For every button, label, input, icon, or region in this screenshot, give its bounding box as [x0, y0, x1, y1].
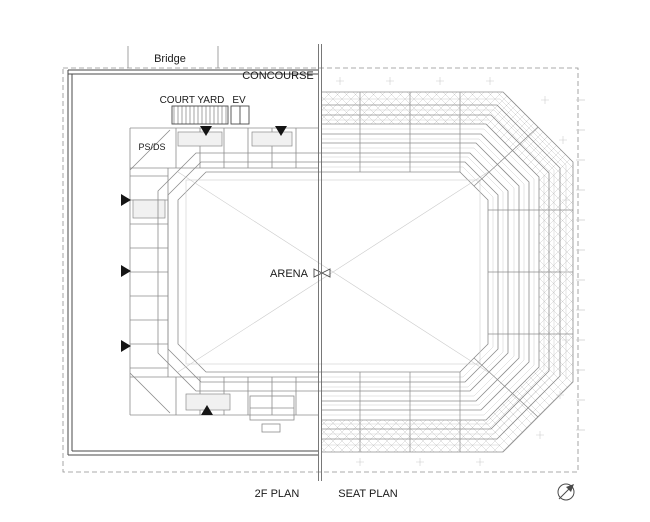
label-seat-plan: SEAT PLAN: [338, 488, 398, 500]
north-arrow-line: [558, 487, 571, 500]
seat-ring: [322, 142, 520, 402]
aisle-lines: [359, 92, 573, 452]
outer-walls: [67, 69, 318, 456]
survey-cross-marks: [336, 77, 570, 466]
service-rooms: [132, 131, 293, 411]
seat-row-line: [322, 119, 545, 425]
section-divider: [318, 44, 322, 481]
left-plan-2f: [67, 69, 318, 456]
seat-row-line: [322, 98, 567, 446]
label-court-yard: COURT YARD: [160, 95, 225, 106]
section-divider-lines: [318, 44, 322, 481]
site-boundary: [62, 67, 579, 473]
arena-diagonal-lines: [177, 171, 489, 373]
seat-row-line: [322, 109, 555, 435]
entrance-triangle-icon: [201, 405, 213, 415]
margin-cross-marks: [336, 77, 570, 466]
entrance-markers: [121, 126, 287, 415]
seat-row-line: [322, 156, 504, 388]
outer-wall-lines: [67, 69, 318, 456]
label-ev: EV: [232, 95, 246, 106]
bridge-extent-lines: [127, 46, 219, 68]
label-bridge: Bridge: [154, 53, 186, 65]
entrance-triangle-icon: [121, 340, 131, 352]
label-arena: ARENA: [270, 268, 309, 280]
room-rect-ps-ds: [132, 199, 166, 219]
court-yard-rect: [171, 105, 229, 125]
seat-aisle-lines: [359, 92, 573, 452]
entrance-triangle-icon: [121, 194, 131, 206]
right-edge-tick-lines: [576, 99, 585, 431]
entrance-triangle-icon: [121, 265, 131, 277]
seat-row-line: [322, 166, 494, 378]
center-mark-icon: [313, 268, 331, 278]
entrance-triangle-icon: [275, 126, 287, 136]
plan-labels: Bridge CONCOURSE COURT YARD EV PS/DS ARE…: [138, 53, 397, 500]
seat-row-line: [322, 147, 515, 397]
seat-rings: [322, 91, 574, 453]
bowl-ring: [167, 161, 499, 383]
arena-floor-rect: [185, 179, 481, 365]
seat-ring: [322, 123, 540, 421]
north-arrow-icon: [557, 483, 575, 501]
seat-ring: [322, 104, 561, 440]
seat-row-line: [322, 138, 525, 406]
seat-ring: [322, 91, 574, 453]
seat-row-line: [322, 128, 535, 416]
right-seat-plan: [322, 77, 574, 466]
room-rect: [177, 131, 223, 147]
arena-floor: [177, 171, 489, 373]
site-boundary-rect: [62, 67, 579, 473]
label-2f-plan: 2F PLAN: [255, 488, 300, 500]
edge-ticks: [576, 99, 585, 431]
room-rect: [251, 131, 293, 147]
label-concourse: CONCOURSE: [242, 70, 314, 82]
elevator-block: [230, 105, 250, 125]
court-yard-stairs: [171, 105, 229, 125]
seat-ring: [322, 133, 530, 411]
corridor-partition-lines-top: [175, 128, 297, 168]
arena-center-mark: [313, 268, 331, 278]
bridge-markers: [127, 46, 219, 68]
stage-equipment: [249, 395, 295, 433]
stage-small-rect: [261, 423, 281, 433]
north-arrow-head: [566, 484, 574, 492]
seat-rings-fine: [322, 98, 567, 446]
seat-ring: [322, 114, 550, 430]
bowl-ring: [157, 152, 509, 392]
entrance-triangle-icon: [200, 126, 212, 136]
label-ps-ds: PS/DS: [138, 142, 165, 152]
north-arrow-circle: [557, 483, 575, 501]
